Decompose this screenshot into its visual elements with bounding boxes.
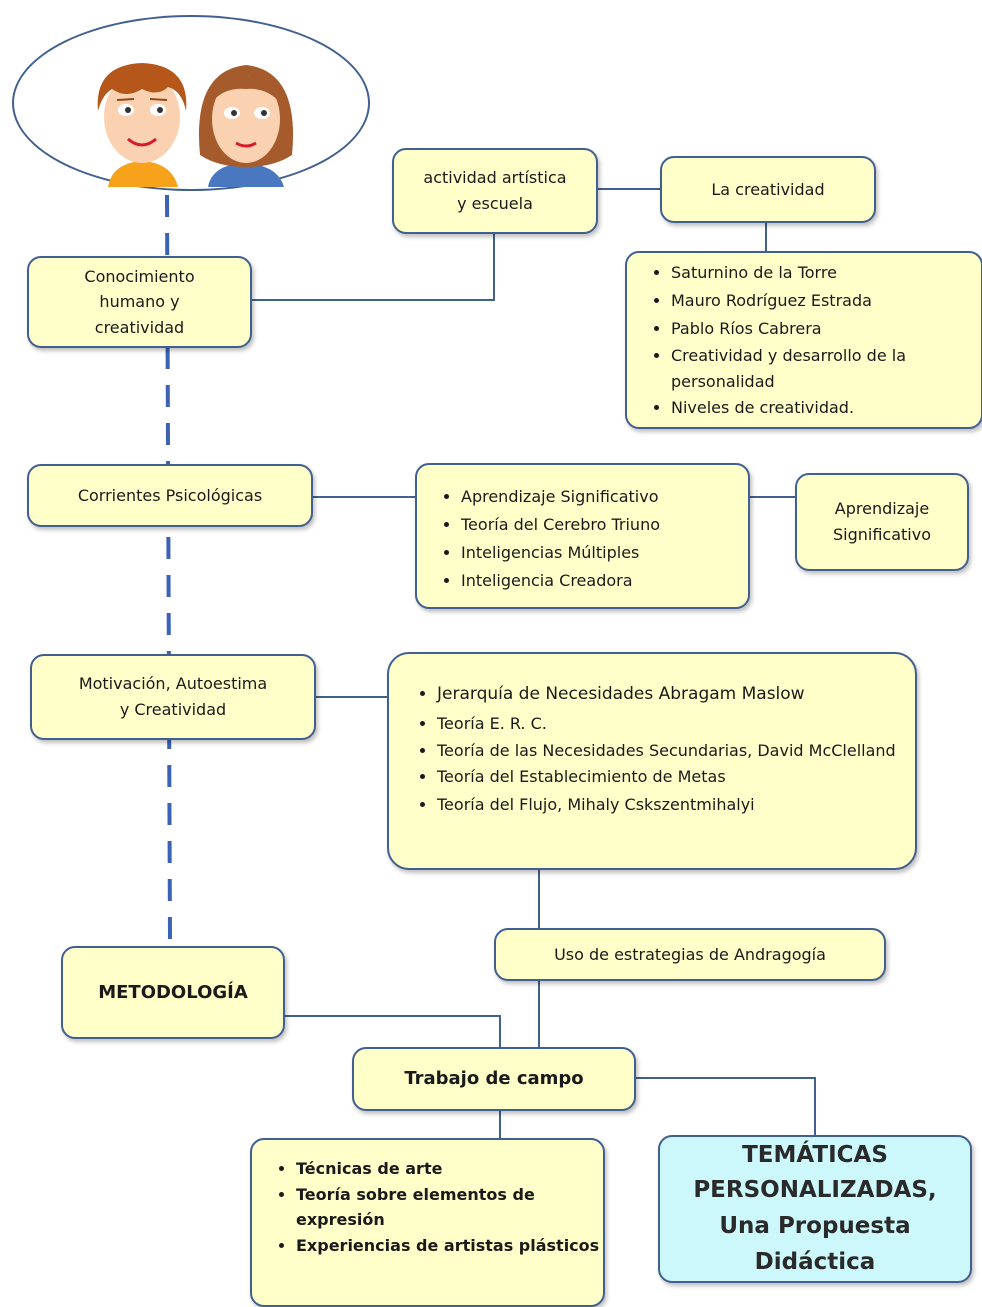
list-item: Teoría del Cerebro Triuno xyxy=(461,511,748,539)
list-item: Técnicas de arte xyxy=(296,1156,603,1182)
node-conocimiento: Conocimiento humano y creatividad xyxy=(27,256,252,348)
list-item: Teoría del Establecimiento de Metas xyxy=(437,763,915,791)
node-actividad-artistica: actividad artística y escuela xyxy=(392,148,598,234)
node-corrientes-psicologicas: Corrientes Psicológicas xyxy=(27,464,313,527)
list-item: Jerarquía de Necesidades Abragam Maslow xyxy=(437,680,915,710)
link-trabajo-tematicas xyxy=(635,1077,816,1135)
list-item: Pablo Ríos Cabrera xyxy=(671,315,981,343)
list-item: Inteligencia Creadora xyxy=(461,567,748,595)
node-creatividad-list: Saturnino de la Torre Mauro Rodríguez Es… xyxy=(625,251,982,429)
node-motivacion: Motivación, Autoestima y Creatividad xyxy=(30,654,316,740)
node-metodologia: METODOLOGÍA xyxy=(61,946,285,1039)
list-item: Teoría del Flujo, Mihaly Cskszentmihalyi xyxy=(437,791,915,819)
list-item: Creatividad y desarrollo de la personali… xyxy=(671,343,981,394)
girl-face-icon xyxy=(198,65,294,187)
list-item: Mauro Rodríguez Estrada xyxy=(671,287,981,315)
boy-face-icon xyxy=(97,63,187,187)
list-item: Teoría de las Necesidades Secundarias, D… xyxy=(437,738,915,764)
node-motivacion-list: Jerarquía de Necesidades Abragam Maslow … xyxy=(387,652,917,870)
list-item: Teoría E. R. C. xyxy=(437,710,915,738)
node-andragogia: Uso de estrategias de Andragogía xyxy=(494,928,886,981)
node-trabajo-de-campo: Trabajo de campo xyxy=(352,1047,636,1111)
node-corrientes-list: Aprendizaje Significativo Teoría del Cer… xyxy=(415,463,750,609)
list-item: Inteligencias Múltiples xyxy=(461,539,748,567)
link-conocimiento-actividad xyxy=(252,232,495,301)
list-item: Aprendizaje Significativo xyxy=(461,483,748,511)
faces-oval xyxy=(12,15,370,191)
list-item: Experiencias de artistas plásticos xyxy=(296,1233,603,1259)
node-la-creatividad: La creatividad xyxy=(660,156,876,223)
list-item: Saturnino de la Torre xyxy=(671,259,981,287)
list-item: Niveles de creatividad. xyxy=(671,394,981,422)
node-tecnicas-list: Técnicas de arte Teoría sobre elementos … xyxy=(250,1138,605,1307)
list-item: Teoría sobre elementos de expresión xyxy=(296,1182,603,1233)
link-metodologia-trabajo xyxy=(285,1015,501,1047)
node-tematicas-personalizadas: TEMÁTICAS PERSONALIZADAS, Una Propuesta … xyxy=(658,1135,972,1283)
node-aprendizaje-significativo: Aprendizaje Significativo xyxy=(795,473,969,571)
